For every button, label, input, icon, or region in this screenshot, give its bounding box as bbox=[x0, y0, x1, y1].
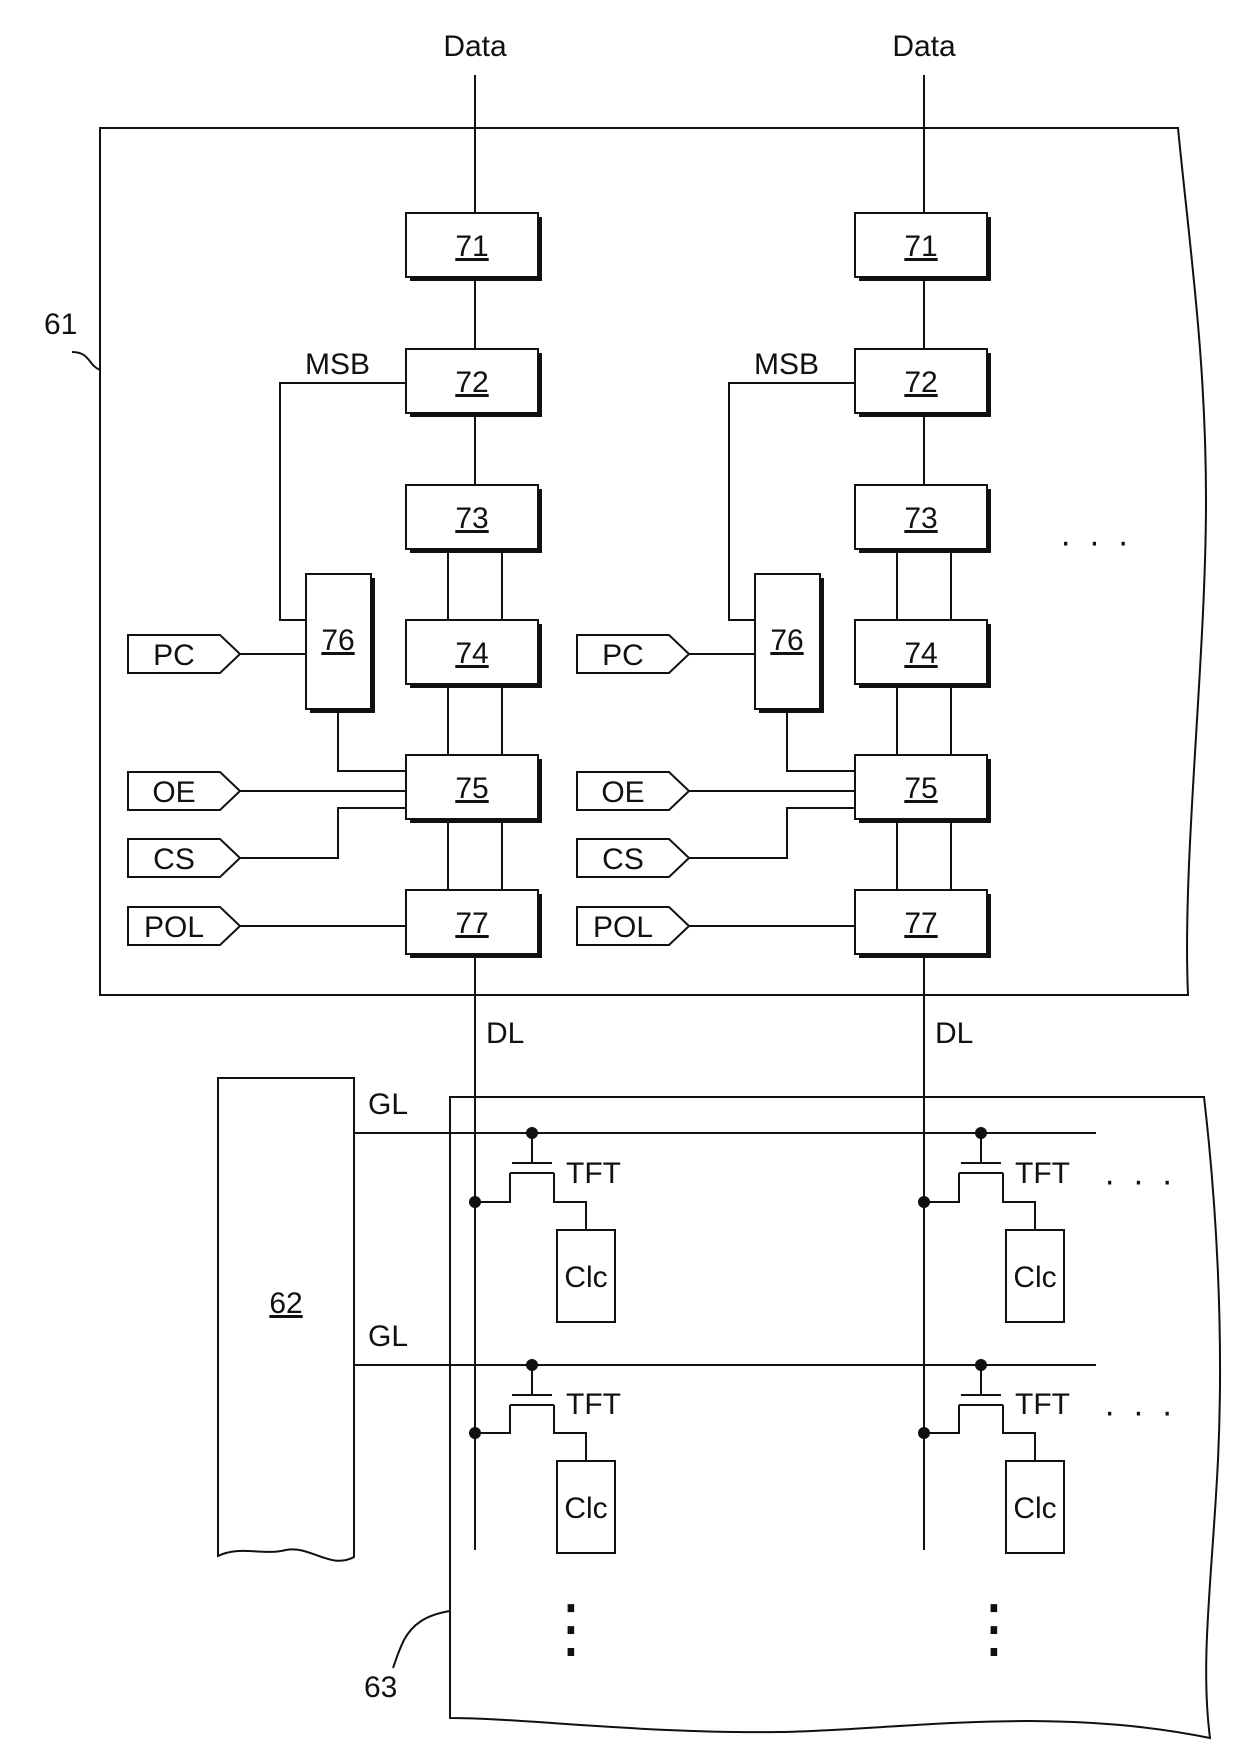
block-74: 74 bbox=[406, 620, 542, 688]
ref-71: 71 bbox=[455, 230, 488, 263]
msb-label-2: MSB bbox=[754, 348, 819, 381]
ref-75-b: 75 bbox=[904, 772, 937, 805]
ref-75: 75 bbox=[455, 772, 488, 805]
block-76: 76 bbox=[306, 574, 375, 713]
row2-ellipsis: · · · bbox=[1104, 1393, 1177, 1431]
ref-77: 77 bbox=[455, 907, 488, 940]
tft-label: TFT bbox=[1015, 1157, 1070, 1190]
clc-label: Clc bbox=[564, 1492, 607, 1525]
panel-leader-line bbox=[393, 1611, 450, 1668]
col2-vertical-ellipsis: ⋮ bbox=[962, 1592, 1026, 1664]
ref-74-b: 74 bbox=[904, 637, 937, 670]
latch-71-b: 71 bbox=[855, 213, 991, 281]
block-75: 75 bbox=[406, 755, 542, 823]
block-77: 77 bbox=[406, 890, 542, 958]
msb-label-1: MSB bbox=[305, 348, 370, 381]
block-74-b: 74 bbox=[855, 620, 991, 688]
pixel-cell-r2c1: TFT Clc bbox=[469, 1359, 621, 1553]
tft-label: TFT bbox=[1015, 1388, 1070, 1421]
dl-label-1: DL bbox=[486, 1017, 524, 1050]
pc-input-1: PC bbox=[128, 635, 240, 673]
latch-71: 71 bbox=[406, 213, 542, 281]
data-label-1: Data bbox=[443, 30, 507, 63]
ref-72: 72 bbox=[455, 366, 488, 399]
pol-input-2: POL bbox=[577, 907, 689, 945]
data-label-2: Data bbox=[892, 30, 956, 63]
gate-driver-ref: 62 bbox=[269, 1287, 302, 1320]
cs-input-1: CS bbox=[128, 839, 240, 877]
pixel-cell-r2c2: TFT Clc bbox=[918, 1359, 1070, 1553]
driver-channel-2: Data 71 72 73 74 75 77 bbox=[577, 30, 991, 1550]
clc-label: Clc bbox=[1013, 1492, 1056, 1525]
row1-ellipsis: · · · bbox=[1104, 1162, 1177, 1200]
pc-label-2: PC bbox=[602, 639, 644, 672]
clc-label: Clc bbox=[564, 1261, 607, 1294]
block-75-b: 75 bbox=[855, 755, 991, 823]
gl-label-1: GL bbox=[368, 1088, 408, 1121]
pixel-cell-r1c1: TFT Clc bbox=[469, 1127, 621, 1322]
col1-vertical-ellipsis: ⋮ bbox=[539, 1592, 603, 1664]
pol-label-2: POL bbox=[593, 911, 653, 944]
ref-72-b: 72 bbox=[904, 366, 937, 399]
block-73: 73 bbox=[406, 485, 542, 553]
driver-ref-label: 61 bbox=[44, 308, 77, 341]
panel-ref-label: 63 bbox=[364, 1671, 397, 1704]
tft-label: TFT bbox=[566, 1388, 621, 1421]
oe-label-1: OE bbox=[152, 776, 195, 809]
block-72-b: 72 bbox=[855, 349, 991, 417]
block-77-b: 77 bbox=[855, 890, 991, 958]
dl-label-2: DL bbox=[935, 1017, 973, 1050]
ref-76: 76 bbox=[321, 624, 354, 657]
block-76-b: 76 bbox=[755, 574, 824, 713]
oe-input-1: OE bbox=[128, 772, 240, 810]
tft-label: TFT bbox=[566, 1157, 621, 1190]
ref-73: 73 bbox=[455, 502, 488, 535]
pol-label-1: POL bbox=[144, 911, 204, 944]
cs-label-1: CS bbox=[153, 843, 195, 876]
block-73-b: 73 bbox=[855, 485, 991, 553]
pixel-cell-r1c2: TFT Clc bbox=[918, 1127, 1070, 1322]
driver-channel-1: Data 71 72 73 74 75 77 bbox=[128, 30, 542, 1550]
gl-label-2: GL bbox=[368, 1320, 408, 1353]
pc-input-2: PC bbox=[577, 635, 689, 673]
ref-77-b: 77 bbox=[904, 907, 937, 940]
ref-73-b: 73 bbox=[904, 502, 937, 535]
cs-label-2: CS bbox=[602, 843, 644, 876]
clc-label: Clc bbox=[1013, 1261, 1056, 1294]
driver-leader-line bbox=[72, 352, 100, 370]
oe-input-2: OE bbox=[577, 772, 689, 810]
pol-input-1: POL bbox=[128, 907, 240, 945]
source-driver-outline bbox=[100, 128, 1206, 995]
ref-71-b: 71 bbox=[904, 230, 937, 263]
ref-76-b: 76 bbox=[770, 624, 803, 657]
ref-74: 74 bbox=[455, 637, 488, 670]
oe-label-2: OE bbox=[601, 776, 644, 809]
driver-ellipsis: · · · bbox=[1060, 523, 1133, 561]
pc-label-1: PC bbox=[153, 639, 195, 672]
block-72: 72 bbox=[406, 349, 542, 417]
cs-input-2: CS bbox=[577, 839, 689, 877]
